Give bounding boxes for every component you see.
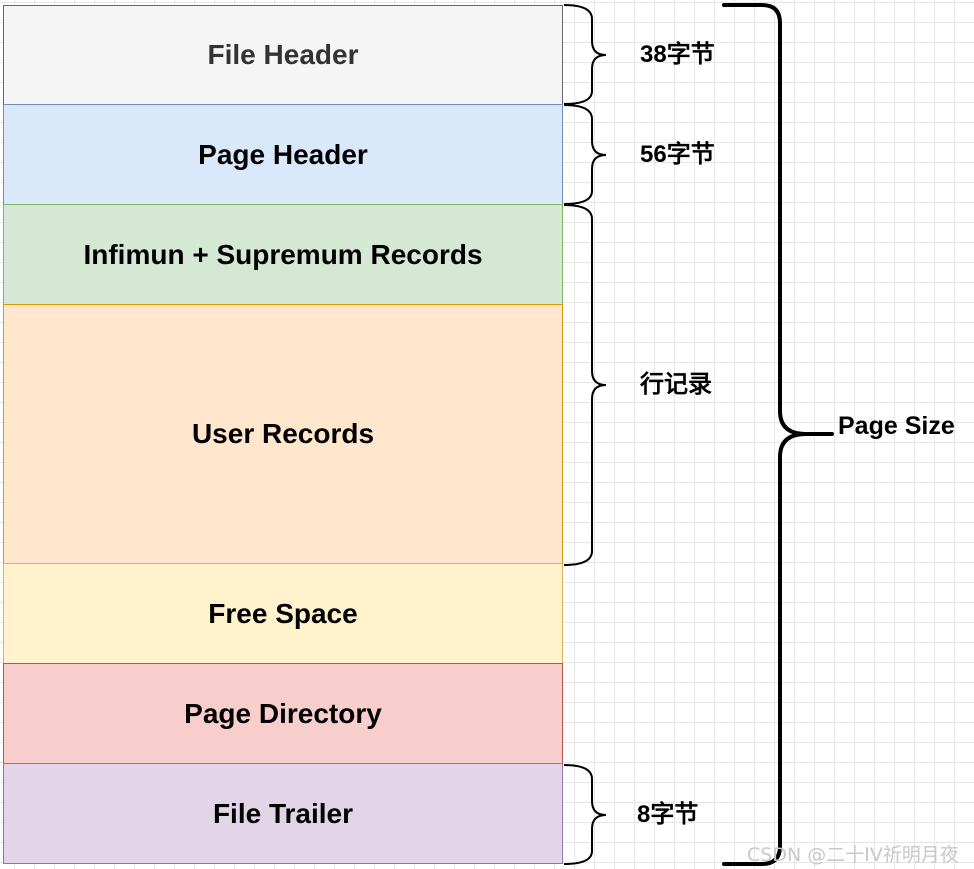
block-infimum-supremum-records: Infimun + Supremum Records <box>3 204 563 305</box>
row-records-label: 行记录 <box>640 371 712 398</box>
block-label: File Trailer <box>212 797 354 829</box>
block-page-directory: Page Directory <box>3 663 563 764</box>
brace-page-header <box>563 104 607 205</box>
file-trailer-size-label: 8字节 <box>637 801 699 828</box>
brace-page-size <box>722 3 834 866</box>
block-label: Free Space <box>208 597 358 629</box>
block-label: File Header <box>207 39 359 70</box>
watermark: CSDN @二十IV祈明月夜 <box>747 844 959 866</box>
block-user-records: User Records <box>3 304 563 564</box>
block-label: User Records <box>191 418 375 449</box>
block-file-trailer: File Trailer <box>3 763 563 864</box>
block-label: Infimun + Supremum Records <box>83 238 483 270</box>
brace-file-trailer <box>563 764 607 865</box>
block-free-space: Free Space <box>3 563 563 664</box>
block-label: Page Directory <box>184 697 382 729</box>
page-structure-stack: File Header Page Header Infimun + Suprem… <box>3 5 563 864</box>
file-header-size-label: 38字节 <box>640 41 715 68</box>
block-label: Page Header <box>198 138 368 170</box>
page-header-size-label: 56字节 <box>640 141 715 168</box>
block-file-header: File Header <box>3 5 563 105</box>
brace-row-records <box>563 204 607 566</box>
brace-file-header <box>563 4 607 105</box>
page-size-label: Page Size <box>838 412 955 440</box>
